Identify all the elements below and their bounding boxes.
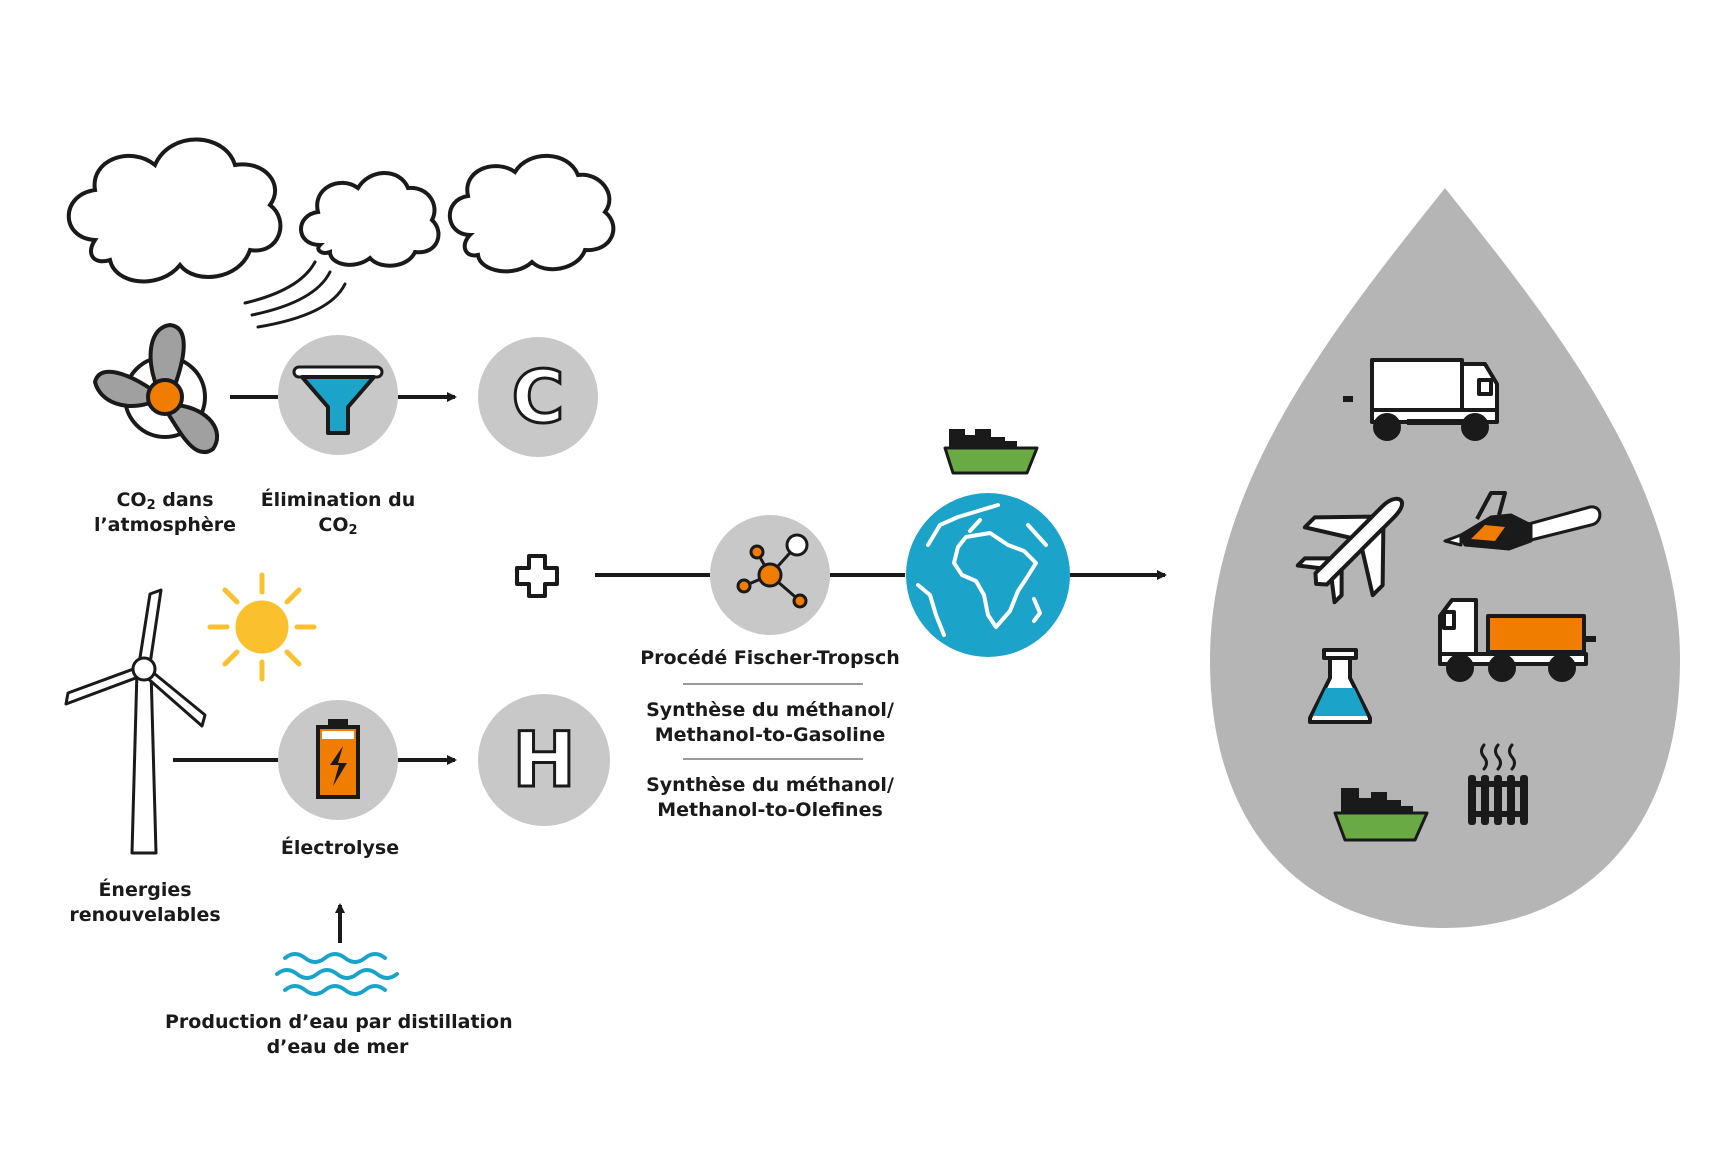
battery-icon xyxy=(278,700,398,820)
molecule-icon xyxy=(710,515,830,635)
cloud-icon xyxy=(447,153,616,274)
plus-icon xyxy=(515,554,559,598)
radiator-icon xyxy=(1468,743,1528,825)
separator-line xyxy=(683,683,863,685)
tanker-truck-icon xyxy=(1438,598,1596,682)
airflow-lines xyxy=(243,260,347,329)
wind-turbine-icon xyxy=(64,588,207,855)
truck-icon xyxy=(1343,358,1499,441)
co2-removal-label: Élimination du CO2 xyxy=(260,489,416,538)
chainsaw-icon xyxy=(1443,491,1602,551)
seawater-distillation-label: Production d’eau par distillation d’eau … xyxy=(165,1011,513,1058)
methanol-to-gasoline-label: Synthèse du méthanol/ Methanol-to-Gasoli… xyxy=(646,699,894,746)
cloud-icon xyxy=(66,137,283,284)
cloud-icon xyxy=(299,171,441,268)
fan-icon xyxy=(92,322,220,454)
airplane-icon xyxy=(1295,496,1404,605)
flask-icon xyxy=(1308,648,1372,724)
svg-text:C: C xyxy=(512,355,565,439)
methanol-to-olefins-label: Synthèse du méthanol/ Methanol-to-Olefin… xyxy=(646,774,894,821)
cargo-ship-icon xyxy=(943,429,1039,475)
sun-icon xyxy=(207,572,317,682)
cargo-ship-icon xyxy=(1333,788,1429,842)
fuel-drop-shape xyxy=(1210,188,1680,928)
renewable-energy-label: Énergies renouvelables xyxy=(69,879,221,926)
svg-text:H: H xyxy=(512,715,576,804)
hydrogen-symbol: H xyxy=(478,694,610,826)
globe-icon xyxy=(906,493,1070,657)
co2-atmosphere-label: CO2 dans l’atmosphère xyxy=(93,489,237,536)
funnel-filter-icon xyxy=(278,335,398,455)
water-waves-icon xyxy=(275,952,399,996)
fischer-tropsch-label: Procédé Fischer-Tropsch xyxy=(640,647,900,669)
electrolysis-label: Électrolyse xyxy=(280,837,400,859)
carbon-symbol: C xyxy=(478,337,598,457)
separator-line xyxy=(683,758,863,760)
